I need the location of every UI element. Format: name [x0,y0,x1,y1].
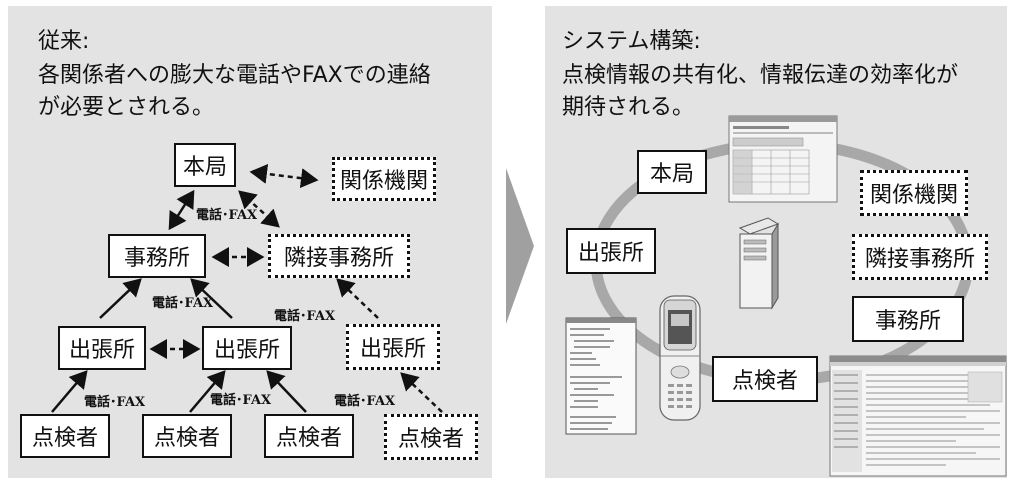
arrow-shutcho3-rinsetsu [336,278,379,319]
node-kankei-kikan: 関係機関 [332,157,436,201]
left-heading-line3: が必要とされる。 [38,95,215,120]
mobile-phone-icon [659,295,701,421]
node-rinsetsu-jimusho: 隣接事務所 [268,234,410,278]
node-jimusho: 事務所 [108,234,206,278]
arrow-tenken4-shutcho3 [400,372,443,413]
node-honkyoku: 本局 [174,143,236,187]
mobile-screen-thumbnail [565,317,637,435]
right-heading-line3: 期待される。 [562,95,695,120]
node-tenkensha-3: 点検者 [264,414,354,458]
label-tel-fax-6: 電話･FAX [334,394,396,409]
label-tel-fax-5: 電話･FAX [210,393,272,408]
chevron-arrow-icon [506,168,534,324]
top-screen-thumbnail [728,115,838,203]
arrow-shutcho2-jimusho [190,278,233,319]
label-tel-fax-2: 電話･FAX [152,296,214,311]
right-node-tenkensha: 点検者 [712,356,818,402]
arrow-tenken3-shutcho2 [266,370,307,413]
right-node-shutchosho: 出張所 [566,228,656,274]
node-tenkensha-1: 点検者 [20,414,110,458]
server-icon [738,217,780,310]
left-heading-line1: 従来: [38,29,90,54]
label-tel-fax-3: 電話･FAX [274,309,336,324]
node-tenkensha-2: 点検者 [142,414,232,458]
left-panel [8,6,492,478]
arrow-tenken1-shutcho1 [51,370,88,413]
right-node-rinsetsu-jimusho: 隣接事務所 [852,234,988,280]
right-heading-line2: 点検情報の共有化、情報伝達の効率化が [562,63,959,88]
bottom-screen-thumbnail [829,355,1007,477]
right-node-kankei-kikan: 関係機関 [860,170,968,216]
left-heading-line2: 各関係者への膨大な電話やFAXでの連絡 [38,63,431,88]
node-tenkensha-4: 点検者 [384,414,478,460]
right-heading-line1: システム構築: [562,29,701,54]
right-node-honkyoku: 本局 [637,150,707,194]
arrow-shutcho1-jimusho [99,278,142,319]
arrow-tenken2-shutcho2 [189,370,226,413]
arrow-honkyoku-jimusho [168,189,195,231]
arrow-honkyoku-kankei [249,163,319,189]
label-tel-fax-1: 電話･FAX [196,208,258,223]
right-node-jimusho: 事務所 [852,296,964,342]
node-shutchosho-1: 出張所 [58,326,146,370]
label-tel-fax-4: 電話･FAX [84,395,146,410]
node-shutchosho-2: 出張所 [202,326,292,370]
node-shutchosho-3: 出張所 [346,324,440,370]
